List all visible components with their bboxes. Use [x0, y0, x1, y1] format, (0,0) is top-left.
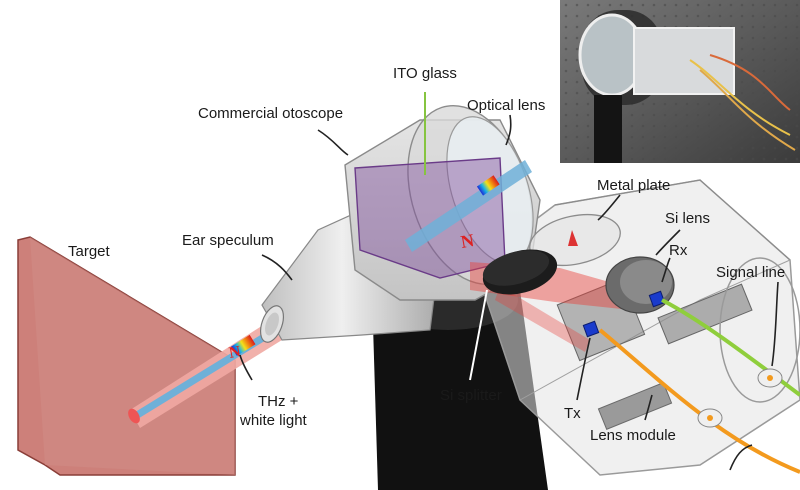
si-lens: [605, 256, 675, 314]
metal-plate: [529, 214, 621, 266]
target-panel: [17, 236, 236, 476]
label-si-splitter: Si splitter: [440, 387, 502, 404]
label-thz-line1: THz +: [258, 393, 299, 410]
label-signal-line: Signal line: [716, 264, 785, 281]
signal-lines: [598, 298, 800, 474]
label-tx: Tx: [564, 405, 581, 422]
label-si-lens: Si lens: [665, 210, 710, 227]
white-light-beam: N N: [228, 160, 532, 362]
svg-text:N: N: [228, 343, 243, 362]
label-commercial-otoscope: Commercial otoscope: [198, 105, 343, 122]
label-rx: Rx: [669, 242, 688, 259]
inset-photo: [560, 0, 800, 163]
svg-text:N: N: [459, 230, 475, 252]
beam-path: [128, 322, 282, 428]
label-lens-module: Lens module: [590, 427, 676, 444]
rx-tx-chips: [582, 290, 666, 338]
ito-glass: [354, 157, 506, 279]
label-metal-plate: Metal plate: [597, 177, 670, 194]
label-ear-speculum: Ear speculum: [182, 232, 274, 249]
si-splitter: [482, 249, 558, 295]
label-target: Target: [68, 243, 111, 260]
label-thz-line2: white light: [239, 412, 308, 429]
label-ito-glass: ITO glass: [393, 65, 457, 82]
label-optical-lens: Optical lens: [467, 97, 545, 114]
leader-lines: [239, 92, 779, 471]
